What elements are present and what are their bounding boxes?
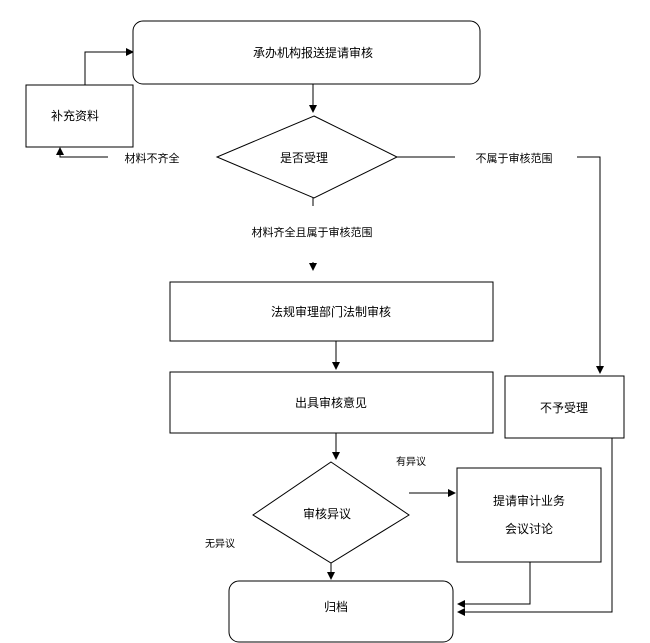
edge-label-no-objection: 无异议 <box>205 538 235 550</box>
edges <box>56 48 613 616</box>
node-supplement: 补充资料 <box>25 84 134 148</box>
node-reject-label: 不予受理 <box>540 401 588 415</box>
node-objection-decision-label: 审核异议 <box>303 506 351 521</box>
edge-incomplete-to-supplement <box>56 147 108 158</box>
node-accept-decision-label: 是否受理 <box>280 151 328 165</box>
edge-label-incomplete: 材料不齐全 <box>125 151 180 165</box>
node-meeting-label-line1: 提请审计业务 <box>493 493 565 508</box>
node-submit-label: 承办机构报送提请审核 <box>253 45 373 60</box>
node-submit: 承办机构报送提请审核 <box>132 20 481 85</box>
node-legal-review: 法规审理部门法制审核 <box>169 281 494 342</box>
edge-reject-to-archive <box>457 438 613 616</box>
edge-label-has-objection: 有异议 <box>396 455 426 468</box>
edge-label-out-of-scope: 不属于审核范围 <box>476 151 553 165</box>
node-accept-decision: 是否受理 <box>215 115 399 199</box>
node-meeting-label-line2: 会议讨论 <box>505 522 553 536</box>
node-legal-review-label: 法规审理部门法制审核 <box>271 304 391 319</box>
node-issue-opinion-label: 出具审核意见 <box>295 395 367 410</box>
edge-out-of-scope-to-reject-2 <box>577 156 604 374</box>
edge-label-complete-in-scope: 材料齐全且属于审核范围 <box>252 225 373 239</box>
node-issue-opinion: 出具审核意见 <box>169 371 494 434</box>
node-objection-decision: 审核异议 <box>252 461 410 564</box>
node-reject: 不予受理 <box>504 375 625 439</box>
node-archive-label: 归档 <box>324 600 348 614</box>
edge-meeting-to-archive <box>457 562 531 608</box>
edge-supplement-to-submit <box>84 48 134 85</box>
node-archive: 归档 <box>228 580 454 643</box>
node-meeting: 提请审计业务 会议讨论 <box>456 467 602 563</box>
node-supplement-label: 补充资料 <box>51 108 99 123</box>
